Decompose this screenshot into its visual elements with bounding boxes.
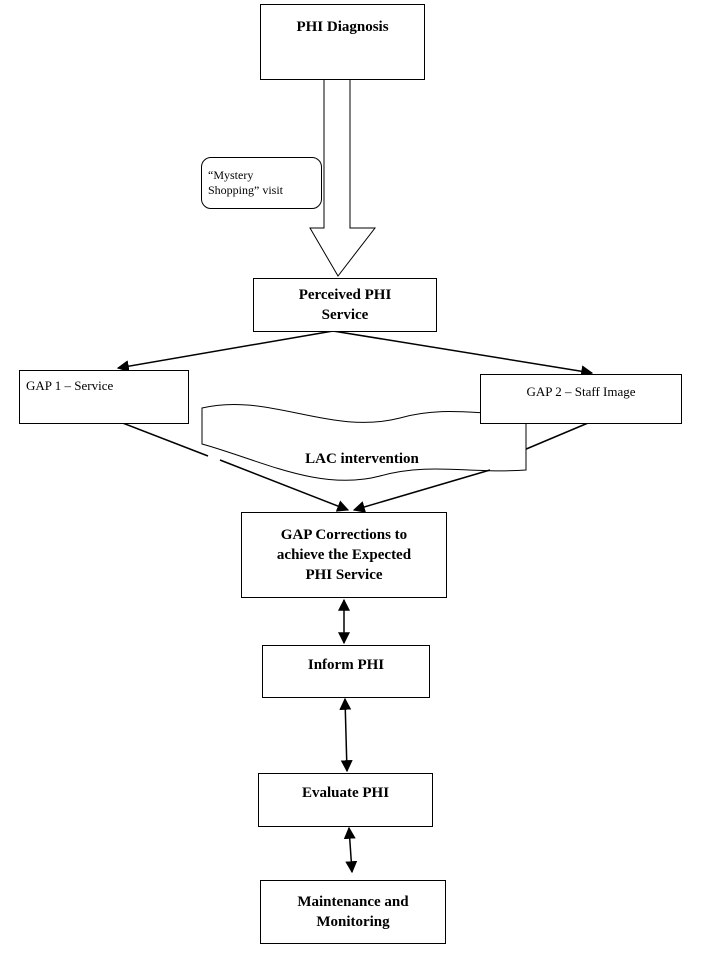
hollow-down-arrow — [309, 78, 377, 277]
line-gap1-to-lac — [119, 421, 209, 457]
corrections-line2: achieve the Expected — [276, 547, 412, 563]
mystery-shopping-box: “Mystery Shopping” visit — [201, 157, 322, 209]
arrow-to-gap2 — [332, 330, 594, 378]
inform-phi-box: Inform PHI — [262, 645, 430, 698]
gap2-label: GAP 2 – Staff Image — [526, 384, 636, 399]
perceived-line2: Service — [321, 307, 369, 323]
arrow-to-gap1 — [116, 330, 334, 373]
gap2-box: GAP 2 – Staff Image — [480, 374, 682, 424]
gap-corrections-box: GAP Corrections to achieve the Expected … — [241, 512, 447, 598]
lac-intervention-label: LAC intervention — [305, 451, 419, 467]
arrow-banner-right-to-corrections — [352, 469, 491, 513]
phi-diagnosis-box: PHI Diagnosis — [260, 4, 425, 80]
arrow-banner-left-to-corrections — [219, 459, 350, 512]
maintenance-monitoring-box: Maintenance and Monitoring — [260, 880, 446, 944]
evaluate-phi-box: Evaluate PHI — [258, 773, 433, 827]
corrections-line3: PHI Service — [305, 567, 383, 583]
gap1-label: GAP 1 – Service — [26, 378, 114, 393]
mystery-shopping-line2: Shopping” visit — [208, 183, 284, 197]
double-arrow-evaluate-maintenance — [343, 826, 358, 874]
corrections-line1: GAP Corrections to — [280, 527, 408, 543]
mystery-shopping-line1: “Mystery — [208, 168, 254, 182]
maintenance-line1: Maintenance and — [297, 894, 409, 910]
perceived-line1: Perceived PHI — [298, 287, 392, 303]
maintenance-line2: Monitoring — [316, 914, 390, 930]
double-arrow-inform-evaluate — [339, 697, 353, 773]
evaluate-phi-label: Evaluate PHI — [301, 785, 390, 801]
inform-phi-label: Inform PHI — [307, 657, 385, 673]
phi-diagnosis-label: PHI Diagnosis — [296, 19, 389, 35]
perceived-phi-service-box: Perceived PHI Service — [253, 278, 437, 332]
gap1-box: GAP 1 – Service — [19, 370, 189, 424]
